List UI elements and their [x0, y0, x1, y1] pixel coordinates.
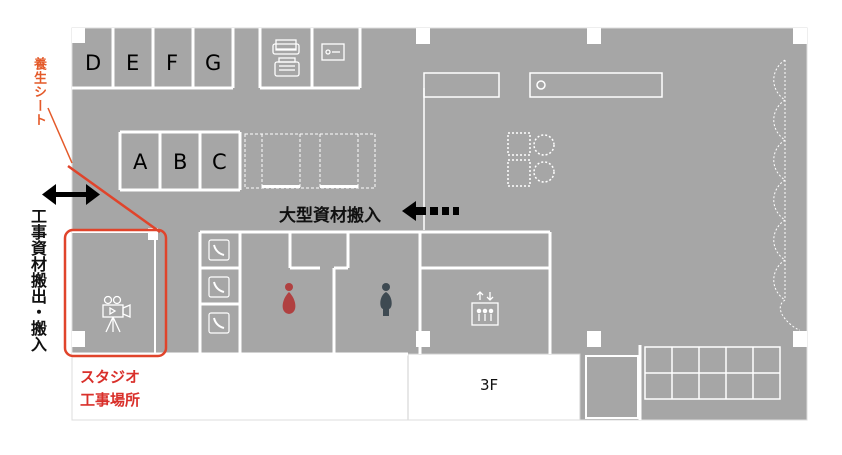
control-panel-icon: [321, 43, 345, 61]
room-e-label[interactable]: E: [126, 51, 140, 75]
curing-sheet-label: 養生シート: [31, 57, 46, 127]
construction-site-label: 工事場所: [80, 391, 141, 409]
room-d-label[interactable]: D: [85, 51, 102, 75]
studio-highlight[interactable]: [63, 228, 168, 358]
room-c-label[interactable]: C: [212, 150, 227, 174]
mid-booths: [118, 130, 242, 192]
top-booths: [72, 28, 362, 90]
curing-sheet-pointer: [47, 107, 73, 164]
floor-label-3f: 3F: [480, 376, 499, 394]
locker-grid: [644, 346, 781, 400]
printer-icon: [274, 57, 300, 77]
curing-sheet-line: [67, 164, 161, 234]
elevator-icon: [471, 291, 499, 326]
columns: [72, 28, 807, 347]
construction-materials-label: 工事資材搬出・搬入: [28, 208, 47, 352]
room-a-label[interactable]: A: [133, 150, 148, 174]
phone-icon: [208, 312, 230, 334]
left-arrow-dashed: [402, 201, 459, 221]
lower-walls: [72, 230, 642, 420]
stair-void: [585, 355, 639, 419]
phone-icon: [208, 276, 230, 298]
studio-walls: [72, 231, 156, 354]
restroom-male-icon: [380, 283, 392, 316]
large-materials-label: 大型資材搬入: [279, 206, 381, 226]
restroom-female-icon: [282, 283, 296, 314]
storage-racks: [244, 133, 376, 189]
room-b-label[interactable]: B: [173, 150, 188, 174]
curtain-wall: [773, 59, 801, 331]
room-g-label[interactable]: G: [205, 51, 222, 75]
copier-icon: [272, 39, 300, 55]
camera-icon: [102, 295, 131, 333]
studio-label: スタジオ: [80, 368, 141, 386]
double-arrow: [42, 184, 100, 205]
kitchen: [423, 72, 663, 230]
rack-bases: [262, 185, 358, 188]
outer-border: [71, 27, 808, 421]
phone-icon: [208, 239, 230, 261]
room-f-label[interactable]: F: [166, 51, 179, 75]
